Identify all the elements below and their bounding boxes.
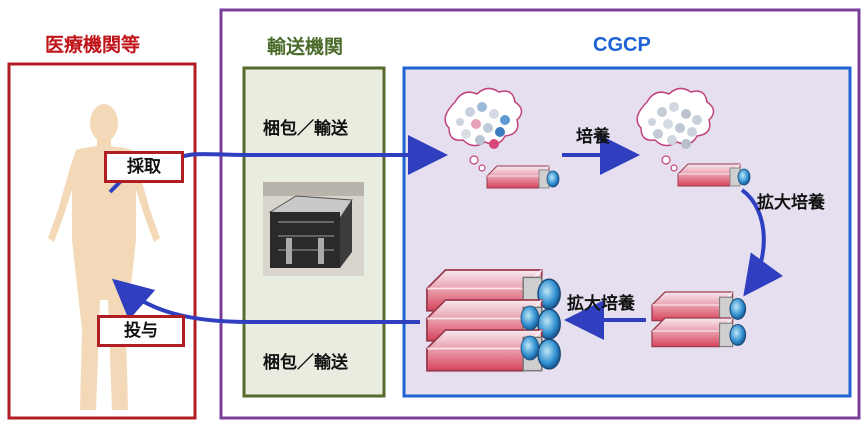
flask-medium-2 bbox=[651, 317, 747, 348]
pack-transport-top: 梱包／輸送 bbox=[263, 119, 348, 139]
flask-small-1 bbox=[486, 165, 560, 189]
cell-cloud-mixed bbox=[444, 87, 523, 172]
cell-cloud-uniform bbox=[636, 87, 715, 172]
header-medical: 医療機関等 bbox=[45, 34, 141, 56]
transport-box-image bbox=[263, 182, 364, 276]
flask-small-2 bbox=[677, 163, 751, 187]
header-transport: 輸送機関 bbox=[267, 36, 344, 58]
arrow-expand-down bbox=[740, 188, 784, 297]
expand-culture-right: 拡大培養 bbox=[757, 193, 825, 213]
pack-transport-bottom: 梱包／輸送 bbox=[263, 353, 348, 373]
collection-label: 採取 bbox=[104, 151, 184, 183]
expand-culture-bottom: 拡大培養 bbox=[567, 294, 635, 314]
human-figure bbox=[48, 104, 160, 410]
flask-medium-1 bbox=[651, 291, 747, 322]
arrow-cgcp-to-admin bbox=[111, 278, 420, 324]
culture-label: 培養 bbox=[576, 127, 610, 147]
flask-large-3 bbox=[426, 329, 562, 372]
header-cgcp: CGCP bbox=[593, 34, 651, 56]
administration-label: 投与 bbox=[97, 315, 185, 347]
